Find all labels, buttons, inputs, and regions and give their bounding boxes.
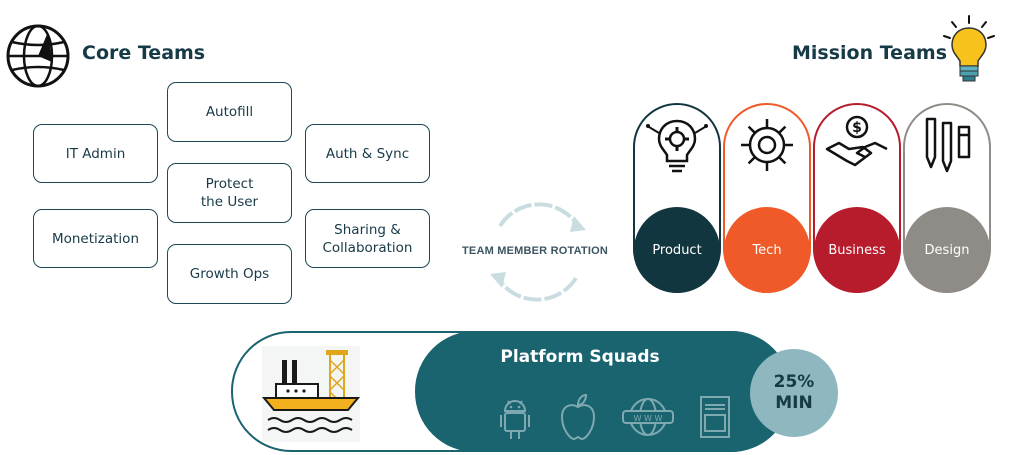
- team-auth-sync: Auth & Sync: [305, 124, 430, 183]
- min-allocation-badge: 25% MIN: [750, 349, 838, 437]
- lightbulb-gear-icon: [646, 119, 708, 173]
- mission-teams-title: Mission Teams: [792, 42, 947, 64]
- platform-squads-title: Platform Squads: [500, 347, 660, 367]
- mission-label-tech: Tech: [752, 242, 782, 258]
- mission-circle-product: Product: [634, 207, 720, 293]
- mission-label-business: Business: [828, 242, 886, 258]
- mission-label-product: Product: [652, 242, 702, 258]
- document-icon: [700, 396, 730, 438]
- lightbulb-icon: [943, 15, 995, 82]
- team-autofill: Autofill: [167, 82, 292, 142]
- mission-pill-tech: Tech: [723, 103, 811, 293]
- mission-circle-design: Design: [904, 207, 990, 293]
- mission-circle-tech: Tech: [724, 207, 810, 293]
- rotation-label: TEAM MEMBER ROTATION: [462, 245, 608, 257]
- platform-squads-panel: Platform Squads W W W: [415, 331, 791, 452]
- svg-text:$: $: [852, 120, 862, 136]
- apple-icon: [560, 393, 596, 441]
- team-monetization: Monetization: [33, 209, 158, 268]
- core-teams-title: Core Teams: [82, 42, 206, 64]
- mission-pill-product: Product: [633, 103, 721, 293]
- team-growth-ops: Growth Ops: [167, 244, 292, 304]
- team-it-admin: IT Admin: [33, 124, 158, 183]
- ship-icon: [262, 346, 360, 442]
- core-teams-header: Core Teams: [4, 20, 224, 92]
- team-sharing-collaboration: Sharing & Collaboration: [305, 209, 430, 268]
- web-icon: W W W: [622, 398, 674, 436]
- mission-circle-business: Business: [814, 207, 900, 293]
- gear-icon: [741, 119, 793, 171]
- svg-text:W W W: W W W: [634, 414, 663, 423]
- min-allocation-text: 25% MIN: [773, 372, 815, 413]
- cycle-arrows-icon: [490, 202, 586, 302]
- mission-pill-business: $ Business: [813, 103, 901, 293]
- mission-pill-design: Design: [903, 103, 991, 293]
- pencils-icon: [925, 117, 971, 173]
- android-icon: [500, 400, 530, 439]
- mission-label-design: Design: [924, 242, 970, 258]
- globe-icon: [6, 24, 70, 88]
- handshake-icon: $: [825, 115, 888, 167]
- team-protect-user: Protect the User: [167, 163, 292, 223]
